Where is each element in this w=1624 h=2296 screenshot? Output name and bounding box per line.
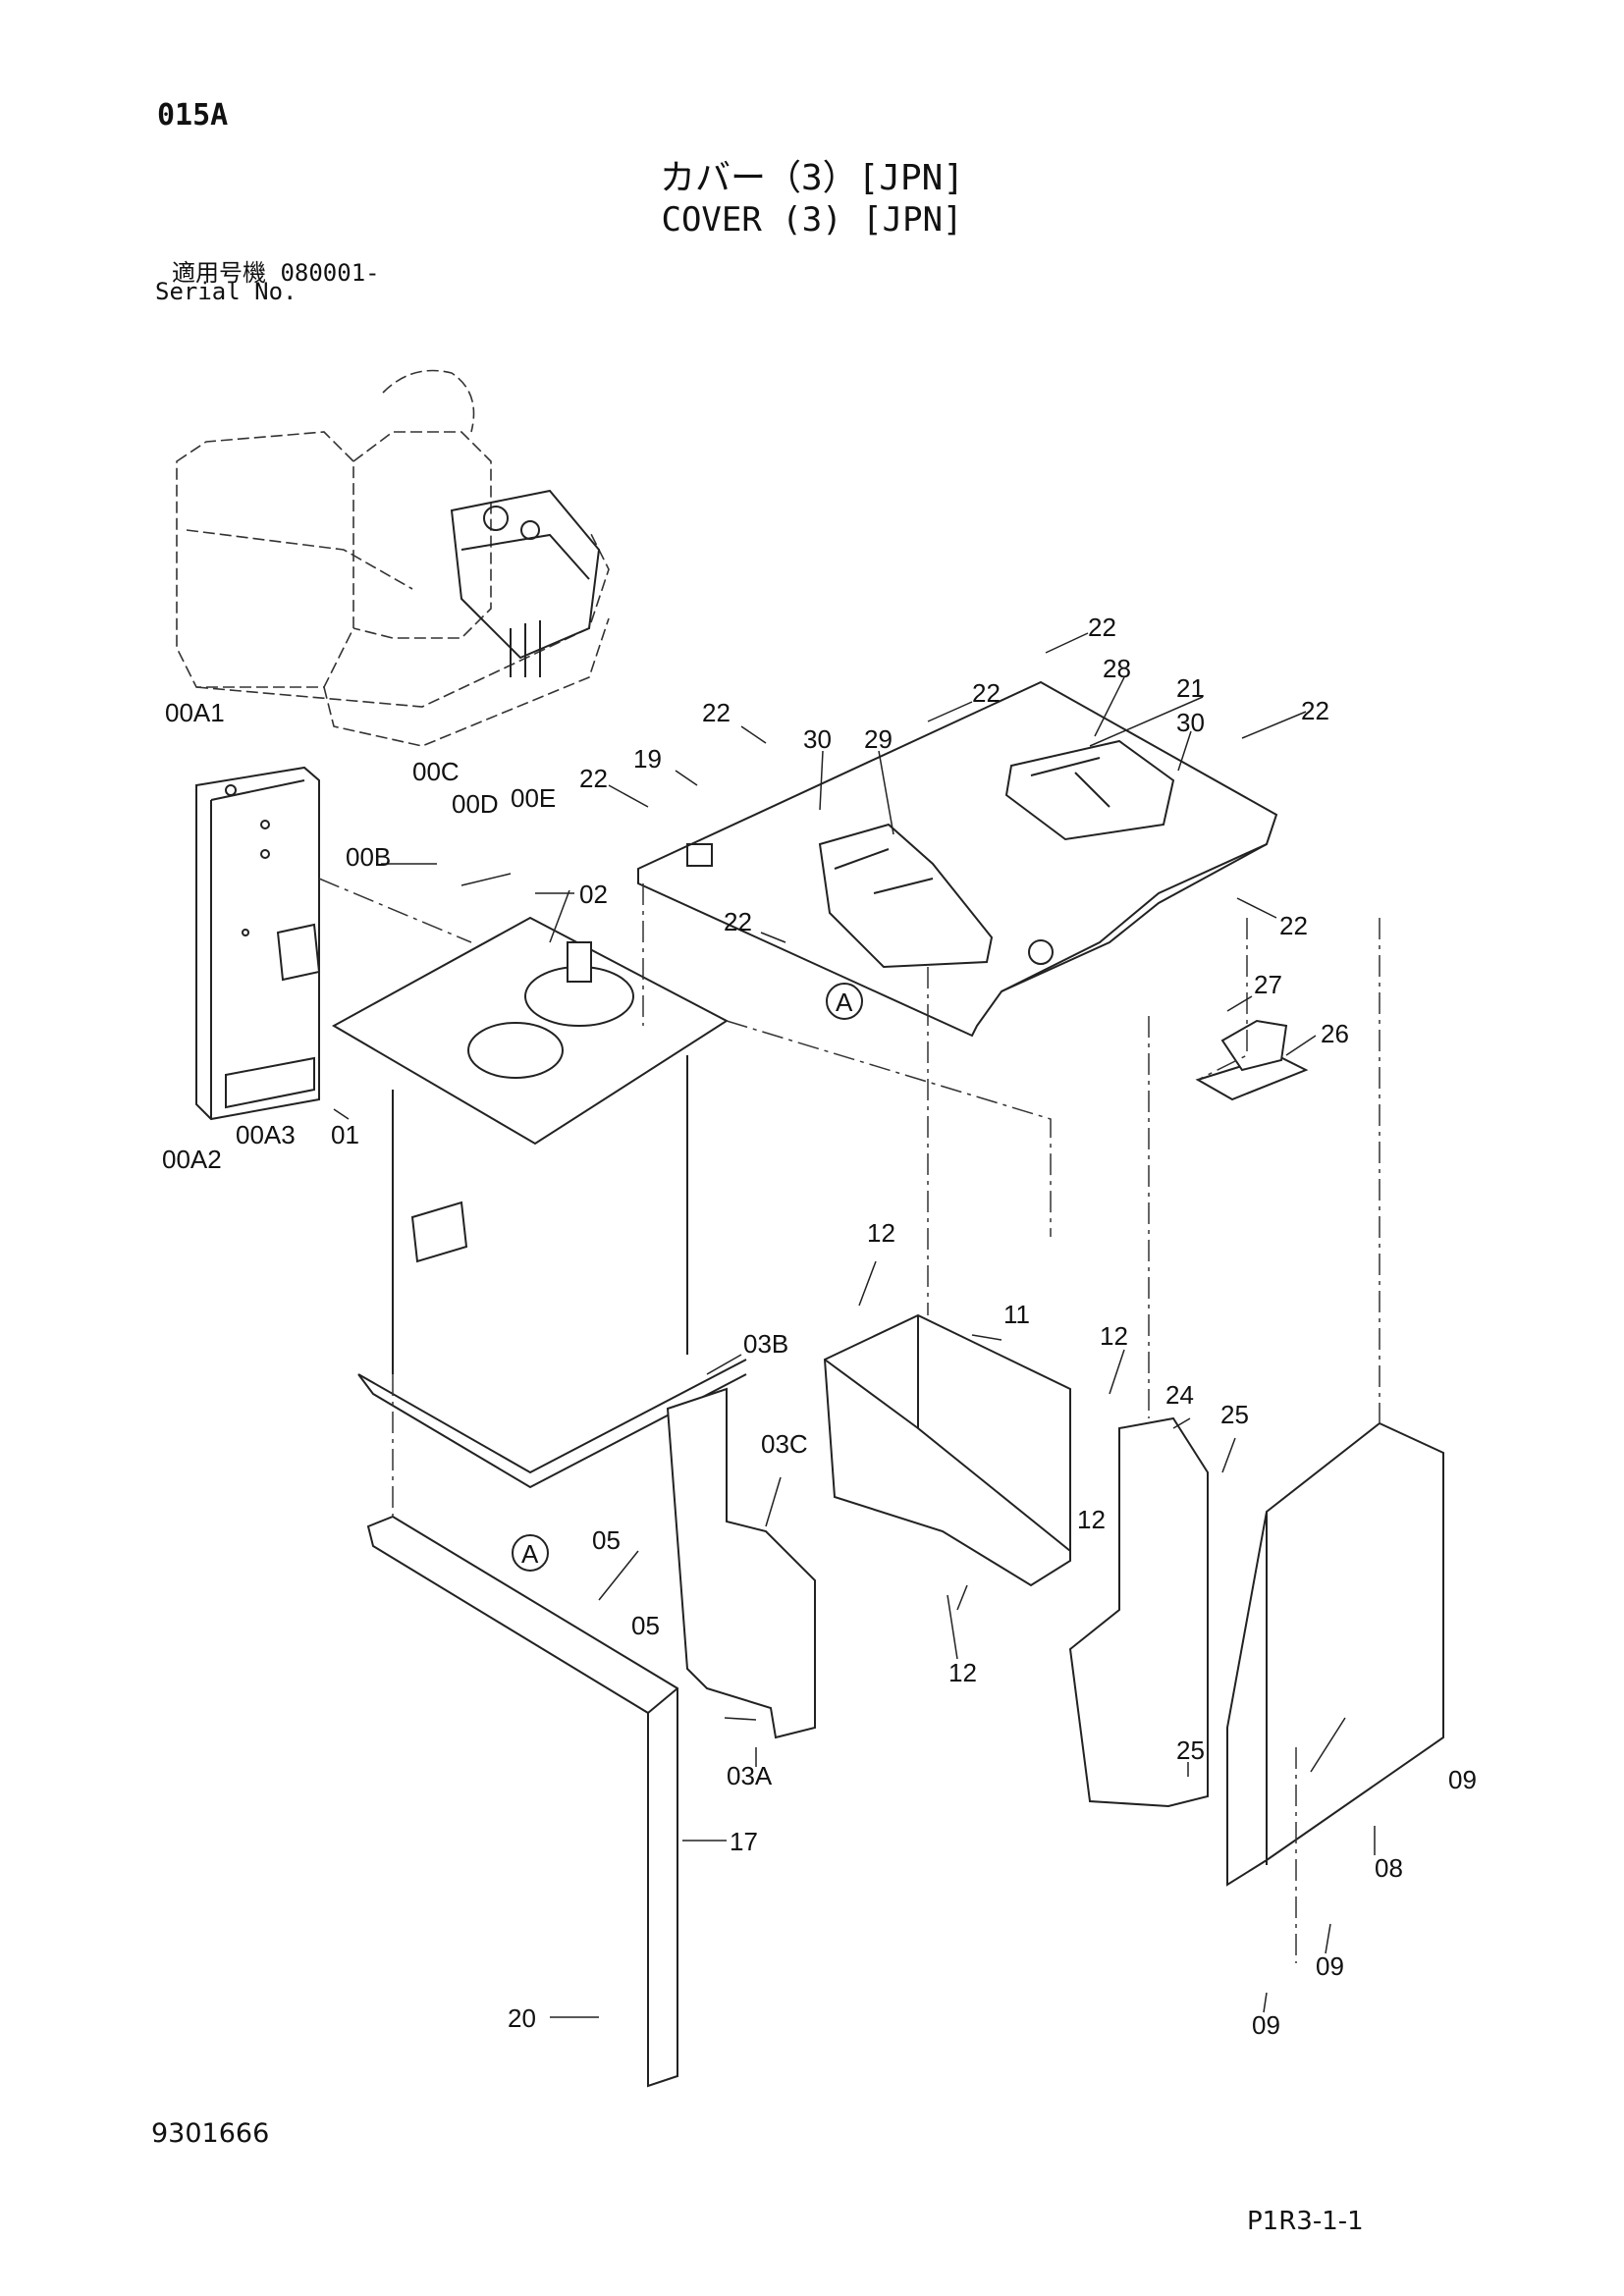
callout-28: 28 xyxy=(1103,654,1131,683)
callout-12: 12 xyxy=(1077,1505,1106,1534)
callout-26: 26 xyxy=(1321,1019,1349,1048)
callout-22: 22 xyxy=(579,764,608,793)
callout-22: 22 xyxy=(1088,613,1116,642)
callout-22: 22 xyxy=(1301,696,1329,725)
callout-02: 02 xyxy=(579,880,608,909)
callout-19: 19 xyxy=(633,744,662,774)
serial-label-english: Serial No. xyxy=(155,278,298,305)
callout-11: 11 xyxy=(1003,1300,1030,1329)
callout-08: 08 xyxy=(1375,1853,1403,1883)
left-side-panel xyxy=(195,766,321,1121)
serial-label-japanese: 適用号機 080001- xyxy=(172,259,380,287)
title-japanese: カバー（3）[JPN] xyxy=(659,158,965,198)
section-marker-a xyxy=(826,983,863,1020)
callout-22: 22 xyxy=(972,678,1001,708)
callout-20: 20 xyxy=(508,2003,536,2033)
callout-09: 09 xyxy=(1448,1765,1477,1794)
right-cover-panel xyxy=(1068,1416,1209,1808)
callout-03C: 03C xyxy=(761,1429,808,1459)
front-cover-panel xyxy=(666,1387,816,1739)
callout-12: 12 xyxy=(1100,1321,1128,1351)
exhaust-bracket xyxy=(1195,1019,1309,1101)
callout-05: 05 xyxy=(631,1611,660,1640)
callout-00B: 00B xyxy=(346,842,391,872)
callout-09: 09 xyxy=(1316,1951,1344,1981)
callout-30: 30 xyxy=(1176,708,1205,737)
machine-overview-inset xyxy=(176,369,610,747)
fuel-tank-assembly xyxy=(331,916,747,1489)
callout-05: 05 xyxy=(592,1525,621,1555)
callout-25: 25 xyxy=(1220,1400,1249,1429)
bottom-frame-rail xyxy=(366,1515,678,2088)
callout-09: 09 xyxy=(1252,2010,1280,2040)
callout-25: 25 xyxy=(1176,1735,1205,1765)
callout-27: 27 xyxy=(1254,970,1282,999)
title-english: COVER (3) [JPN] xyxy=(661,200,963,240)
page-code: 015A xyxy=(157,98,229,133)
section-marker-a xyxy=(512,1534,549,1572)
callout-21: 21 xyxy=(1176,673,1205,703)
leader-lines xyxy=(333,632,1376,2018)
callout-a: A xyxy=(836,988,853,1017)
callout-29: 29 xyxy=(864,724,893,754)
callout-a: A xyxy=(521,1539,539,1569)
callout-22: 22 xyxy=(1279,911,1308,940)
rear-side-panel xyxy=(1226,1421,1444,1887)
assembly-guide-lines xyxy=(318,878,1380,1963)
callout-03B: 03B xyxy=(743,1329,788,1359)
callout-00C: 00C xyxy=(412,757,460,786)
callout-12: 12 xyxy=(867,1218,895,1248)
callout-labels: 22 28 21 30 22 22 22 30 29 19 22 00A1 00… xyxy=(162,613,1477,2040)
callout-00E: 00E xyxy=(511,783,556,813)
callout-03A: 03A xyxy=(727,1761,773,1790)
callout-22: 22 xyxy=(724,907,752,936)
page-reference: P1R3-1-1 xyxy=(1247,2207,1364,2236)
document-number: 9301666 xyxy=(151,2118,270,2149)
callout-00A3: 00A3 xyxy=(236,1120,296,1149)
center-duct-box xyxy=(823,1313,1071,1587)
callout-30: 30 xyxy=(803,724,832,754)
top-cover-plate xyxy=(637,680,1278,1038)
callout-01: 01 xyxy=(331,1120,359,1149)
callout-00A1: 00A1 xyxy=(165,698,225,727)
callout-00D: 00D xyxy=(452,789,499,819)
callout-22: 22 xyxy=(702,698,731,727)
callout-17: 17 xyxy=(730,1827,758,1856)
callout-12: 12 xyxy=(948,1658,977,1687)
callout-24: 24 xyxy=(1165,1380,1194,1410)
callout-00A2: 00A2 xyxy=(162,1145,222,1174)
